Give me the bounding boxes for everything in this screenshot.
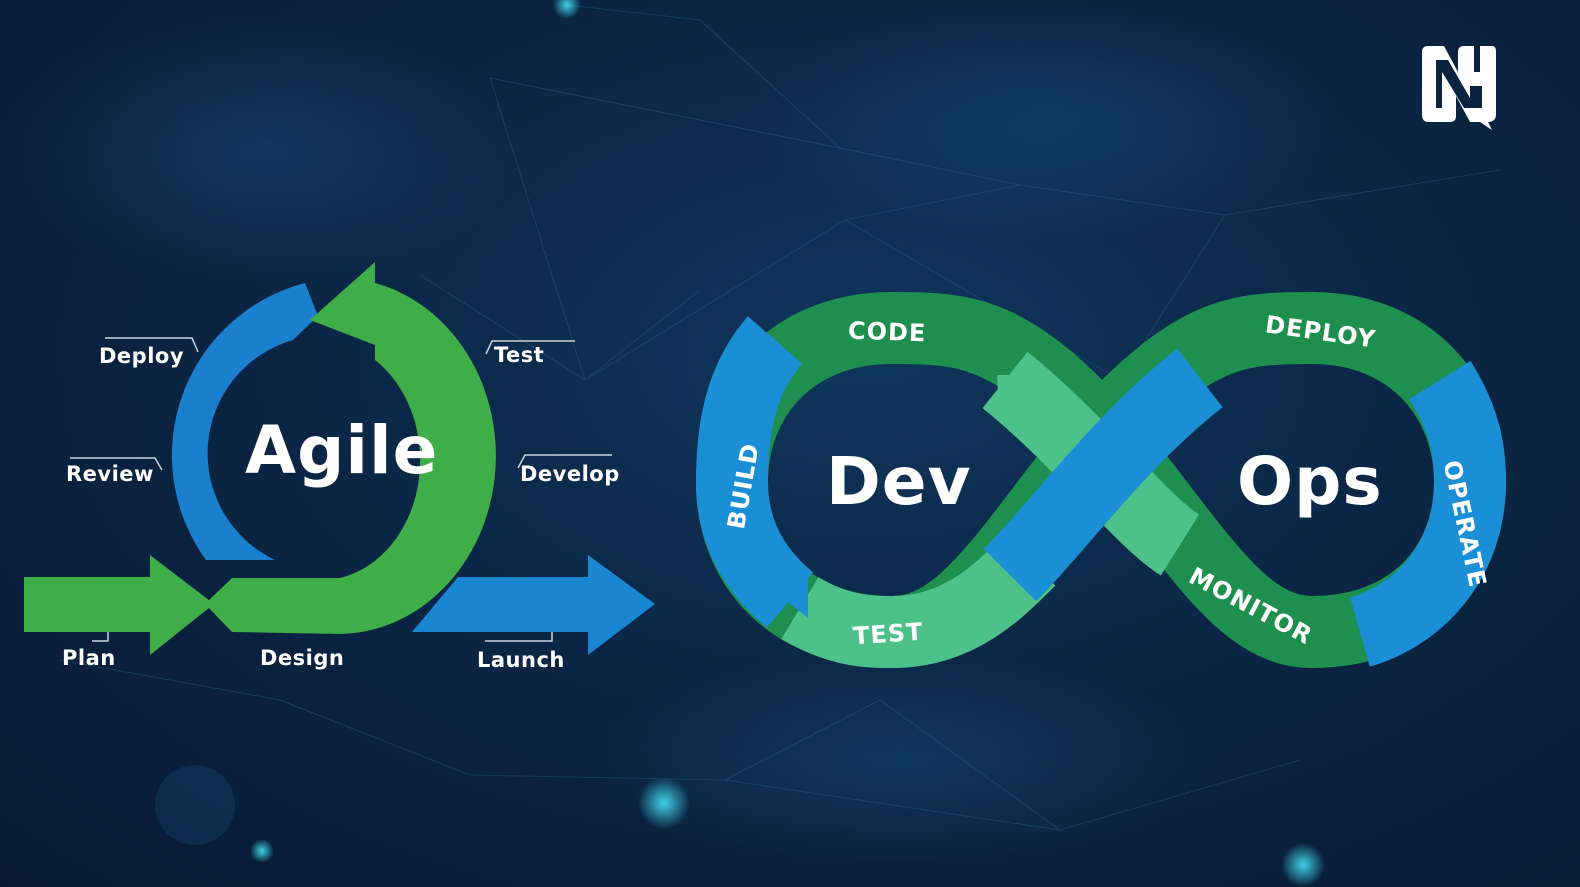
- devops-stage-test: TEST: [852, 617, 925, 651]
- devops-cross-blue: [983, 348, 1223, 602]
- agile-stage-test: Test: [494, 343, 545, 367]
- devops-arrow-tip-code: [997, 375, 1050, 420]
- brand-logo-icon: [1422, 46, 1496, 130]
- agile-stage-plan: Plan: [62, 646, 116, 670]
- agile-title: Agile: [245, 412, 439, 489]
- agile-stage-design: Design: [260, 646, 345, 670]
- agile-green-loop-arrow: [205, 262, 496, 634]
- devops-ops-title: Ops: [1237, 443, 1383, 520]
- devops-stage-code: CODE: [847, 316, 927, 348]
- devops-operate-segment: [1348, 360, 1507, 667]
- agile-stage-review: Review: [66, 462, 154, 486]
- agile-stage-deploy: Deploy: [99, 344, 185, 368]
- agile-stage-launch: Launch: [477, 648, 565, 672]
- devops-dev-title: Dev: [826, 443, 972, 520]
- devops-build-segment: [695, 316, 814, 628]
- agile-plan-arrow: [24, 555, 214, 655]
- devops-test-segment: [781, 534, 1056, 669]
- agile-label-brackets: [70, 337, 612, 642]
- agile-launch-arrow: [412, 555, 655, 655]
- agile-stage-develop: Develop: [520, 462, 620, 486]
- agile-blue-loop-arrow: [171, 283, 318, 560]
- devops-arrow-tip-test: [780, 578, 808, 618]
